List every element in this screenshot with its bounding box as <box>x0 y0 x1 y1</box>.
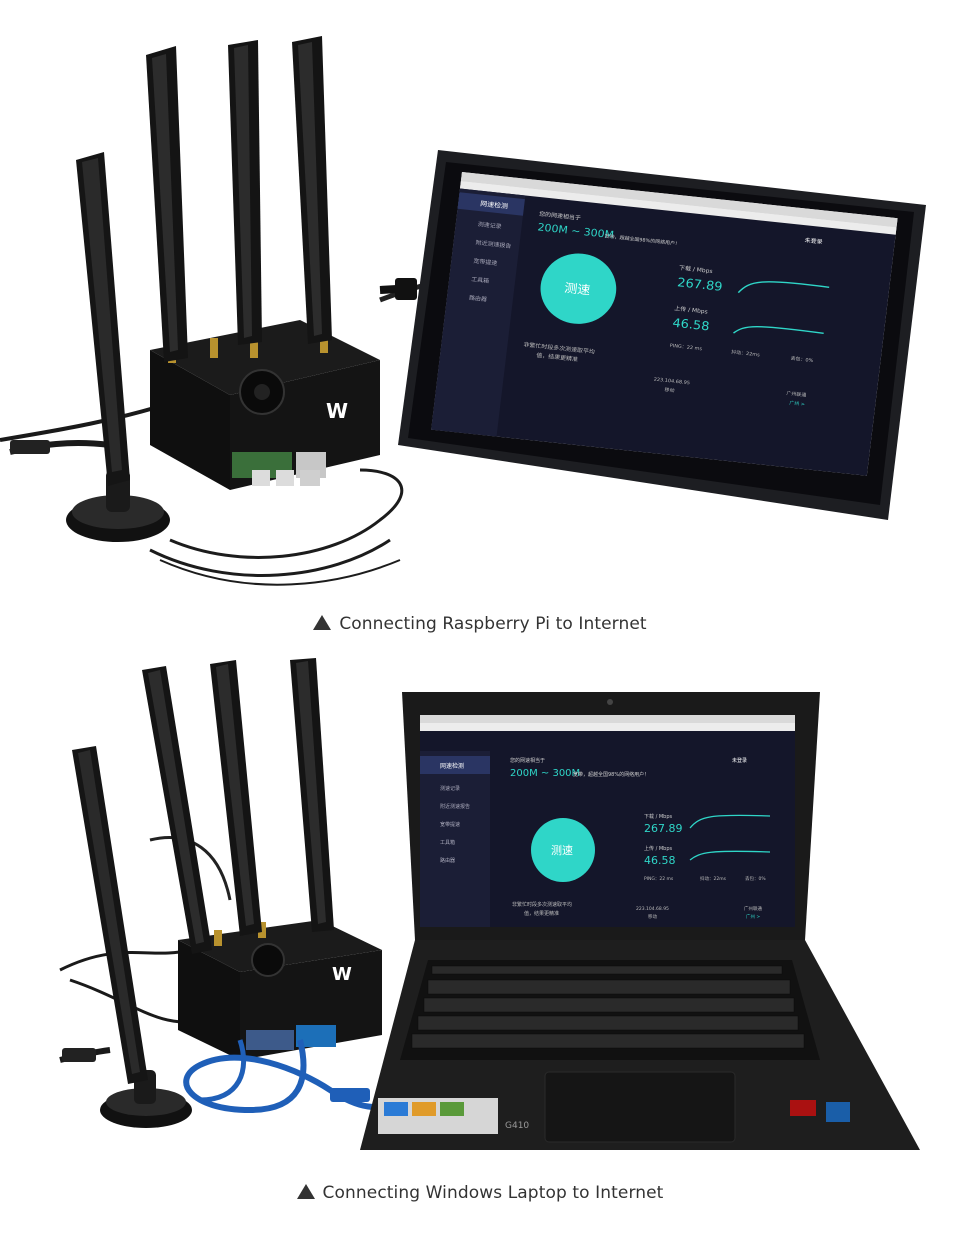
scene-raspberry-pi-setup: W 网速检测 测速记录 附近测速报告 宽带提速 工具箱 路由器 您的网速相当于 … <box>0 0 960 600</box>
svg-text:广州联通: 广州联通 <box>744 905 762 912</box>
svg-text:G410: G410 <box>505 1121 529 1131</box>
svg-text:200M ~ 300M: 200M ~ 300M <box>510 768 580 779</box>
svg-text:丢包：0%: 丢包：0% <box>745 875 766 882</box>
svg-text:PING：22 ms: PING：22 ms <box>669 343 702 352</box>
triangle-icon <box>296 1184 315 1199</box>
svg-text:223.104.68.95: 223.104.68.95 <box>636 906 669 912</box>
svg-text:267.89: 267.89 <box>644 822 683 835</box>
svg-text:未登录: 未登录 <box>804 236 823 246</box>
svg-text:附近测速报告: 附近测速报告 <box>440 803 470 810</box>
svg-text:宽带提速: 宽带提速 <box>473 257 498 267</box>
svg-text:广州 >: 广州 > <box>746 913 760 920</box>
svg-text:路由器: 路由器 <box>440 857 455 864</box>
triangle-icon <box>313 615 332 630</box>
svg-text:宽带，超越全国98%的网络用户！: 宽带，超越全国98%的网络用户！ <box>573 771 649 778</box>
svg-text:测速记录: 测速记录 <box>477 220 502 230</box>
svg-text:46.58: 46.58 <box>644 854 676 867</box>
svg-text:广州联通: 广州联通 <box>786 390 807 399</box>
svg-text:上传 / Mbps: 上传 / Mbps <box>674 304 708 315</box>
svg-text:PING：22 ms: PING：22 ms <box>644 876 674 882</box>
svg-text:下载 / Mbps: 下载 / Mbps <box>679 264 713 275</box>
svg-text:W: W <box>332 964 352 985</box>
svg-text:测速记录: 测速记录 <box>440 785 460 792</box>
caption-windows-laptop: Connecting Windows Laptop to Internet <box>0 1183 960 1203</box>
svg-text:测速: 测速 <box>564 280 592 297</box>
laptop-screen: 网速检测 测速记录 附近测速报告 宽带提速 工具箱 路由器 您的网速相当于 20… <box>420 715 795 927</box>
svg-text:223.104.68.95: 223.104.68.95 <box>653 377 690 387</box>
svg-text:附近测速报告: 附近测速报告 <box>475 238 512 249</box>
svg-text:丢包：0%: 丢包：0% <box>790 355 814 364</box>
svg-text:移动: 移动 <box>664 386 675 394</box>
svg-text:W: W <box>326 399 348 423</box>
svg-text:工具箱: 工具箱 <box>440 839 455 846</box>
caption-raspberry-pi: Connecting Raspberry Pi to Internet <box>0 614 960 634</box>
svg-text:您的网速相当于: 您的网速相当于 <box>510 757 545 764</box>
svg-text:网速检测: 网速检测 <box>440 762 464 770</box>
svg-text:非繁忙时段多次测速取平均: 非繁忙时段多次测速取平均 <box>512 901 572 908</box>
rpi-screen: 网速检测 测速记录 附近测速报告 宽带提速 工具箱 路由器 您的网速相当于 20… <box>431 172 898 476</box>
svg-text:路由器: 路由器 <box>469 294 488 304</box>
svg-text:未登录: 未登录 <box>732 757 747 764</box>
svg-text:广州 >: 广州 > <box>789 399 805 407</box>
svg-text:267.89: 267.89 <box>677 275 724 294</box>
laptop-photo: W 网速检测 测速记录 附近测速报告 宽带提速 工具箱 路由器 您的网速相当于 … <box>59 658 920 1150</box>
svg-text:移动: 移动 <box>648 913 657 920</box>
raspberry-pi-photo: W 网速检测 测速记录 附近测速报告 宽带提速 工具箱 路由器 您的网速相当于 … <box>0 36 926 586</box>
svg-text:抖动：22ms: 抖动：22ms <box>700 875 727 882</box>
svg-text:抖动：22ms: 抖动：22ms <box>731 349 761 359</box>
scene-laptop-setup: W 网速检测 测速记录 附近测速报告 宽带提速 工具箱 路由器 您的网速相当于 … <box>0 640 960 1170</box>
svg-text:宽带提速: 宽带提速 <box>440 821 460 828</box>
svg-text:测速: 测速 <box>551 844 573 857</box>
svg-text:上传 / Mbps: 上传 / Mbps <box>644 845 673 852</box>
svg-text:下载 / Mbps: 下载 / Mbps <box>644 813 673 820</box>
svg-text:46.58: 46.58 <box>672 315 711 333</box>
svg-text:网速检测: 网速检测 <box>480 199 509 211</box>
svg-text:工具箱: 工具箱 <box>471 275 490 285</box>
svg-text:值，结果更精准: 值，结果更精准 <box>524 910 559 917</box>
